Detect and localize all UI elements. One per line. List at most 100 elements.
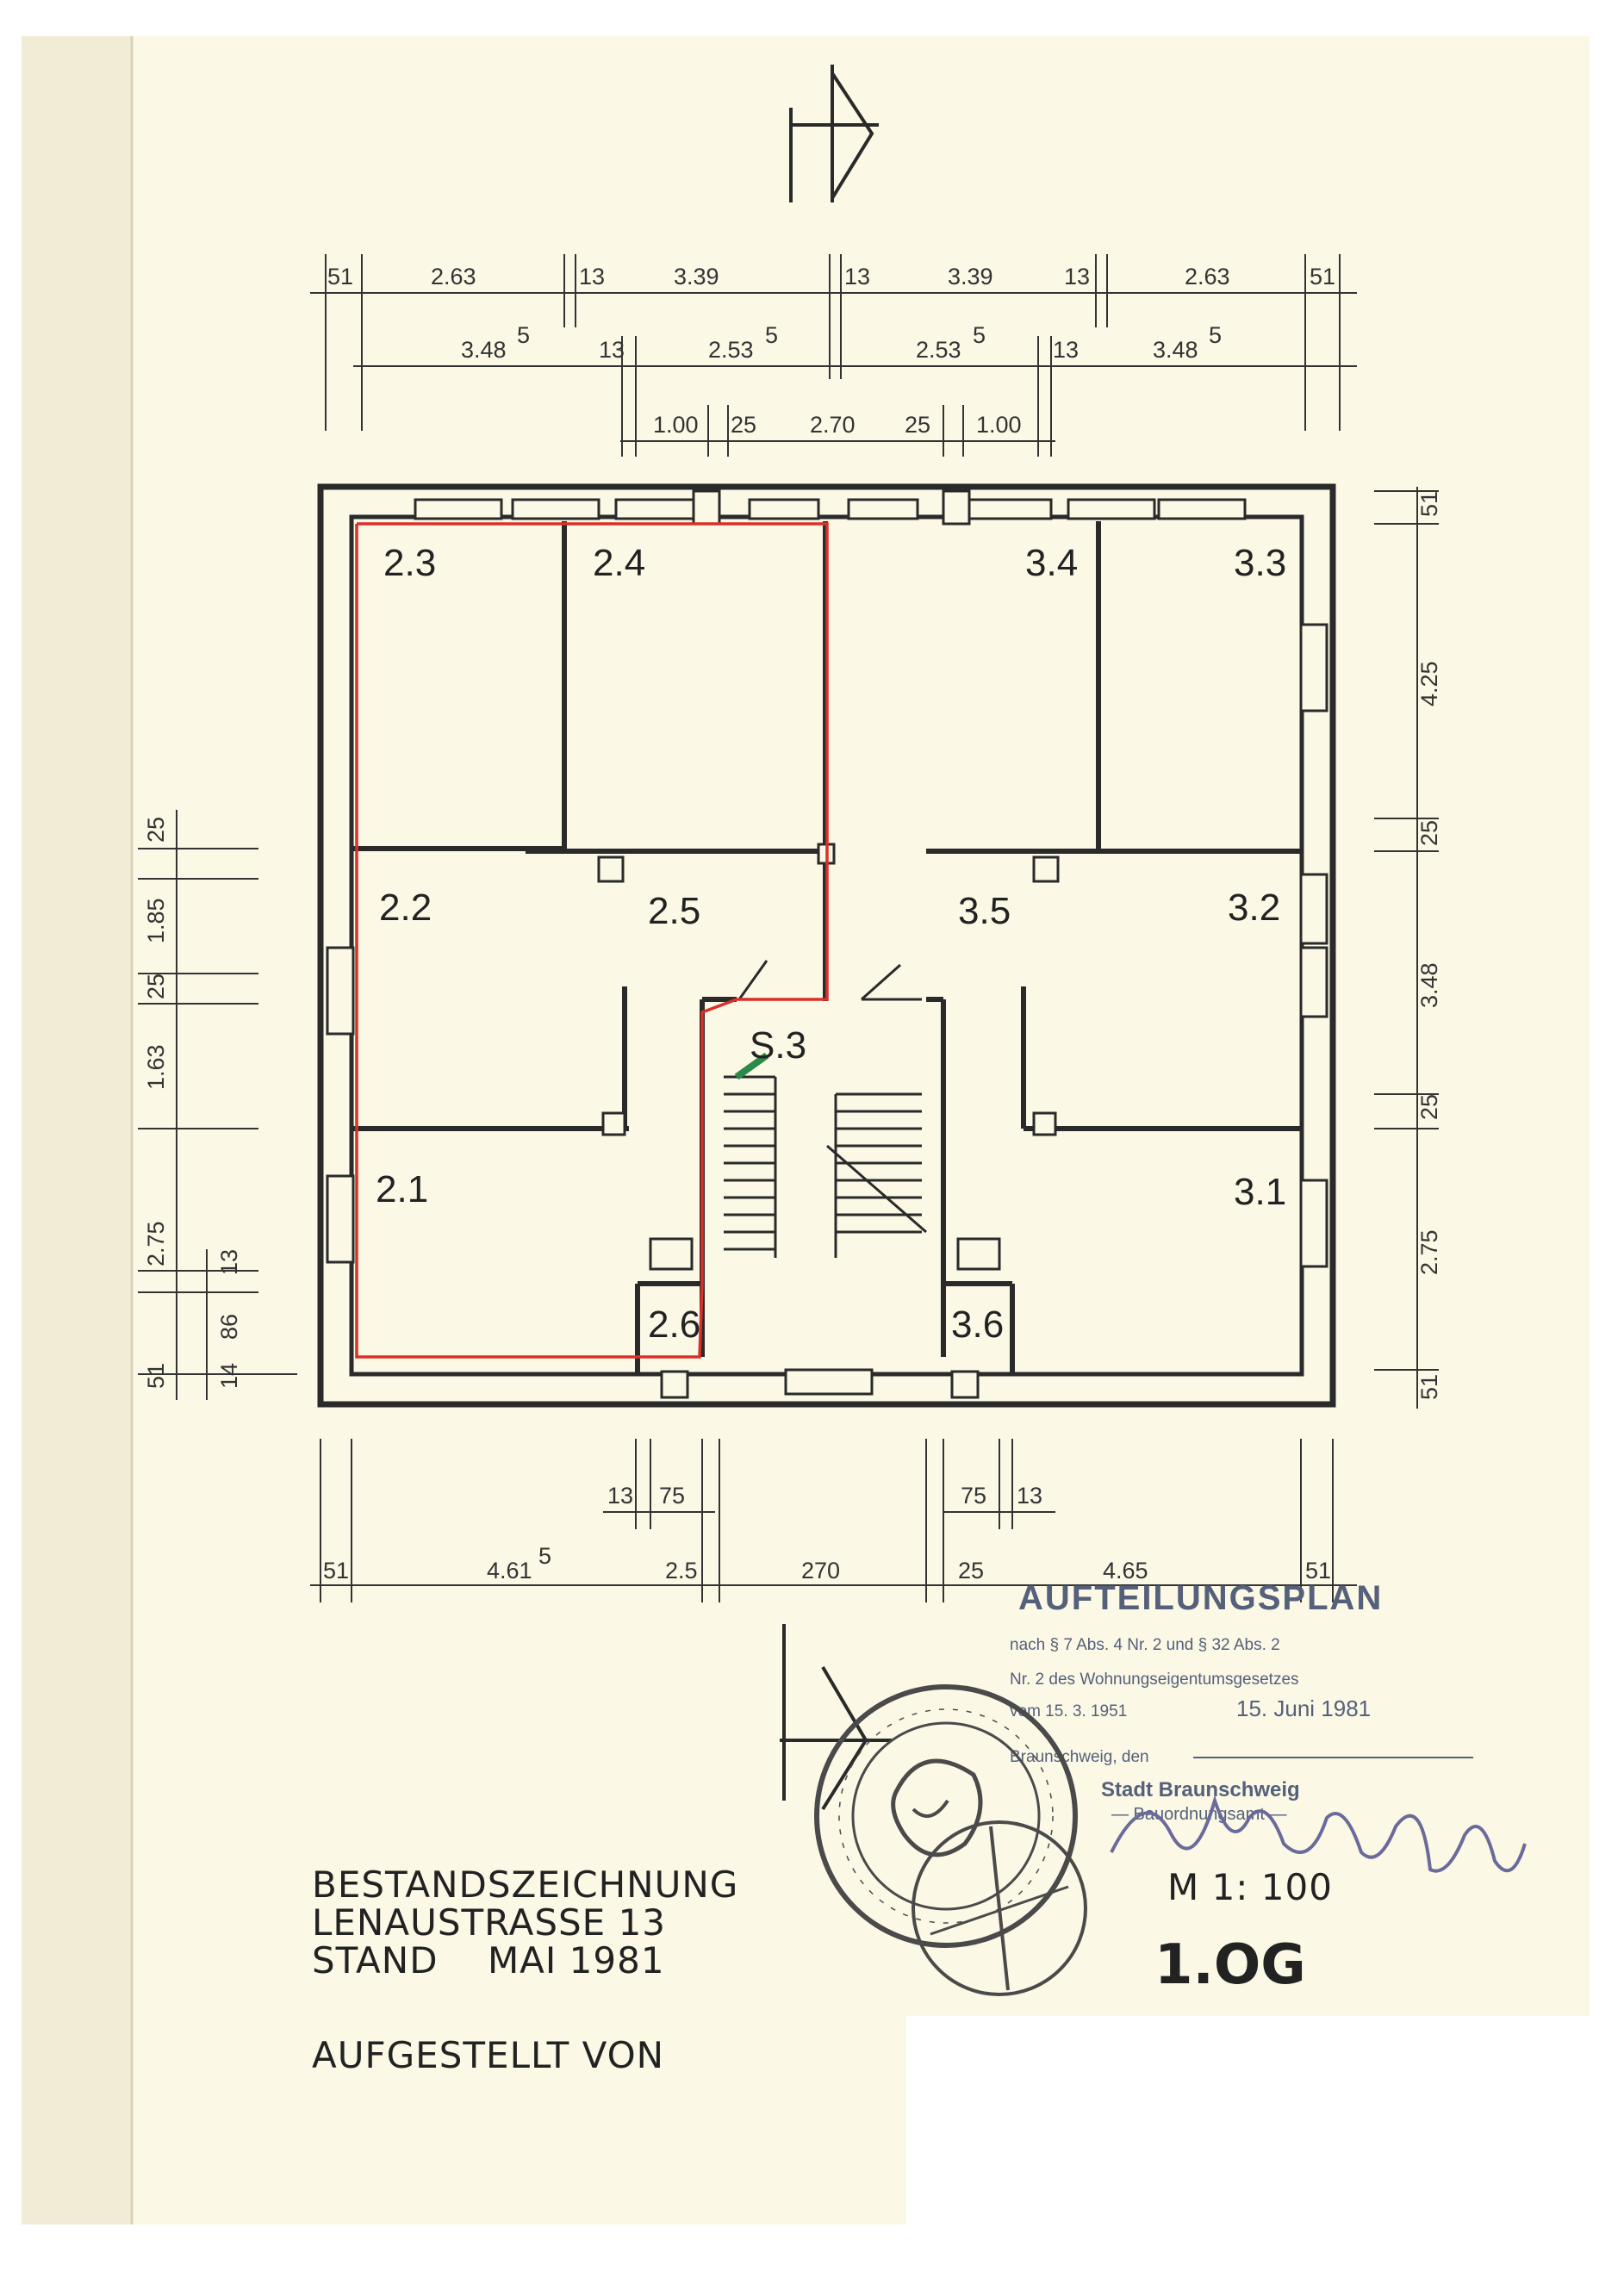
dim-right-425: 4.25 (1416, 661, 1442, 706)
title-block: BESTANDSZEICHNUNG LENAUSTRASSE 13 STAND … (312, 1863, 1333, 2076)
dim-row2-253-right: 2.53 (916, 337, 961, 363)
dim-bottom-465: 4.65 (1103, 1558, 1148, 1583)
north-arrow-bottom (780, 1624, 892, 1811)
dim-bottom-51-right: 51 (1305, 1558, 1331, 1583)
room-label-2-5: 2.5 (648, 890, 700, 932)
right-windows (1299, 623, 1328, 1268)
signature (1110, 1795, 1527, 1873)
dim-row2-sup-left: 5 (517, 322, 530, 348)
dim-row3-25-right: 25 (905, 412, 930, 438)
dim-row2-sup-mid-right: 5 (973, 322, 986, 348)
green-marker (734, 1052, 769, 1080)
top-dimension-labels: 51 2.63 13 3.39 13 3.39 13 2.63 51 3.48 … (327, 264, 1335, 438)
dim-top-263-left: 2.63 (431, 264, 476, 289)
dim-left-163: 1.63 (143, 1044, 169, 1090)
left-windows (326, 946, 355, 1264)
torn-corner (906, 2016, 1590, 2224)
dim-right-51-bottom: 51 (1416, 1374, 1442, 1400)
dim-row2-348-left: 3.48 (461, 337, 507, 363)
top-dimension-lines (310, 254, 1357, 457)
dim-left-185: 1.85 (143, 898, 169, 943)
room-label-3-4: 3.4 (1025, 542, 1078, 584)
dim-left-25-mid: 25 (143, 974, 169, 999)
stamp-line-6: — Bauordnungsamt — (1111, 1805, 1286, 1824)
room-label-3-3: 3.3 (1234, 542, 1286, 584)
room-label-2-6: 2.6 (648, 1303, 700, 1346)
room-label-2-1: 2.1 (376, 1168, 428, 1210)
dim-top-51-right: 51 (1310, 264, 1335, 289)
stamp-date: 15. Juni 1981 (1236, 1695, 1371, 1721)
dim-top-13-a: 13 (579, 264, 605, 289)
title-line-3: STAND MAI 1981 (312, 1939, 665, 1982)
interior-walls (353, 521, 1301, 1374)
dim-row2-sup-mid-left: 5 (765, 322, 778, 348)
floor-label: 1.OG (1154, 1933, 1306, 1997)
dim-top-339-b: 3.39 (948, 264, 993, 289)
dim-bottom-13-left: 13 (607, 1483, 633, 1509)
right-dimension-lines (1374, 487, 1439, 1409)
dim-bottom-25-left: 2.5 (665, 1558, 698, 1583)
round-seal (814, 1684, 1087, 1996)
dim-row3-100-left: 1.00 (653, 412, 699, 438)
room-label-2-3: 2.3 (383, 542, 436, 584)
title-line-1: BESTANDSZEICHNUNG (312, 1863, 738, 1906)
dim-row2-sup-right: 5 (1209, 322, 1222, 348)
room-label-3-2: 3.2 (1228, 887, 1280, 929)
room-label-2-2: 2.2 (379, 887, 432, 929)
dim-top-263-right: 2.63 (1185, 264, 1230, 289)
scale-label: M 1: 100 (1167, 1866, 1333, 1908)
room-labels: 2.3 2.4 3.4 3.3 2.2 2.5 3.5 3.2 S.3 2.1 … (376, 542, 1286, 1346)
dim-row3-25-left: 25 (731, 412, 756, 438)
dim-bottom-461: 4.61 (487, 1558, 532, 1583)
dim-right-25-b: 25 (1416, 1094, 1442, 1120)
stamp-line-1: nach § 7 Abs. 4 Nr. 2 und § 32 Abs. 2 (1010, 1636, 1280, 1654)
bottom-dimension-labels: 13 75 75 13 51 4.61 5 2.5 270 25 4.65 51 (323, 1483, 1331, 1583)
room-label-s-3: S.3 (750, 1024, 806, 1067)
right-dimension-labels: 51 4.25 25 3.48 25 2.75 51 (1416, 491, 1442, 1400)
dim-right-51-top: 51 (1416, 491, 1442, 517)
top-windows (414, 489, 1247, 526)
dim-top-339-a: 3.39 (674, 264, 719, 289)
stamp-line-4: Braunschweig, den (1010, 1748, 1149, 1766)
title-line-2: LENAUSTRASSE 13 (312, 1901, 666, 1944)
dim-bottom-75-right: 75 (961, 1483, 986, 1509)
paper-binding-strip (22, 36, 132, 2224)
dim-bottom-270: 270 (801, 1558, 840, 1583)
dim-bottom-sup: 5 (538, 1543, 551, 1569)
room-label-3-6: 3.6 (951, 1303, 1004, 1346)
dim-row2-348-right: 3.48 (1153, 337, 1198, 363)
dim-row3-270: 2.70 (810, 412, 856, 438)
dim-row3-100-right: 1.00 (976, 412, 1022, 438)
dim-row2-253-left: 2.53 (708, 337, 754, 363)
left-dimension-labels: 25 1.85 25 1.63 2.75 13 86 14 51 (143, 817, 242, 1389)
dim-row2-13-left: 13 (599, 337, 625, 363)
dim-bottom-51-left: 51 (323, 1558, 349, 1583)
room-label-3-1: 3.1 (1234, 1171, 1286, 1213)
dim-right-275: 2.75 (1416, 1229, 1442, 1275)
dim-row2-13-right: 13 (1053, 337, 1079, 363)
left-dimension-lines (138, 810, 297, 1400)
room-label-3-5: 3.5 (958, 890, 1011, 932)
chimney-blocks (597, 843, 1060, 1271)
dim-left-13: 13 (216, 1249, 242, 1275)
paper (22, 36, 1590, 2224)
room-label-2-4: 2.4 (593, 542, 645, 584)
dim-bottom-75-left: 75 (659, 1483, 685, 1509)
dim-left-275: 2.75 (143, 1221, 169, 1266)
title-line-4: AUFGESTELLT VON (312, 2034, 664, 2076)
dim-right-348: 3.48 (1416, 962, 1442, 1008)
dim-top-51-left: 51 (327, 264, 353, 289)
stamp-line-2: Nr. 2 des Wohnungseigentumsgesetzes (1010, 1671, 1299, 1689)
apartment-outline-red (355, 522, 829, 1359)
dim-bottom-25-right: 25 (958, 1558, 984, 1583)
dim-top-13-c: 13 (1064, 264, 1090, 289)
bottom-windows (660, 1368, 980, 1399)
dim-left-51: 51 (143, 1363, 169, 1389)
approval-stamp: AUFTEILUNGSPLAN nach § 7 Abs. 4 Nr. 2 un… (1010, 1579, 1527, 1873)
north-arrow-top (789, 65, 879, 202)
stamp-line-5: Stadt Braunschweig (1101, 1778, 1300, 1801)
bottom-dimension-lines (310, 1439, 1357, 1602)
stamp-line-3: vom 15. 3. 1951 (1010, 1702, 1127, 1720)
dim-bottom-13-right: 13 (1017, 1483, 1042, 1509)
